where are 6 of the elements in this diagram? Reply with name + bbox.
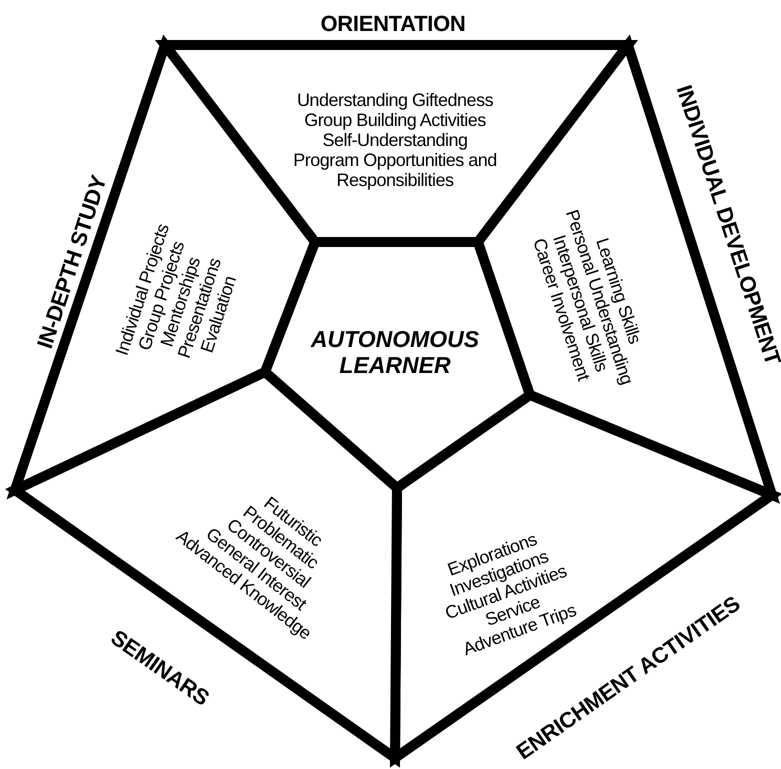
list-item: Understanding Giftedness bbox=[296, 90, 494, 110]
segment-heading: ORIENTATION bbox=[320, 11, 466, 37]
list-item: Self-Understanding bbox=[322, 130, 468, 150]
list-item: Program Opportunities and Responsibilities bbox=[292, 150, 498, 190]
center-label: AUTONOMOUS LEARNER bbox=[310, 326, 480, 378]
list-item: Group Building Activities bbox=[304, 110, 486, 130]
